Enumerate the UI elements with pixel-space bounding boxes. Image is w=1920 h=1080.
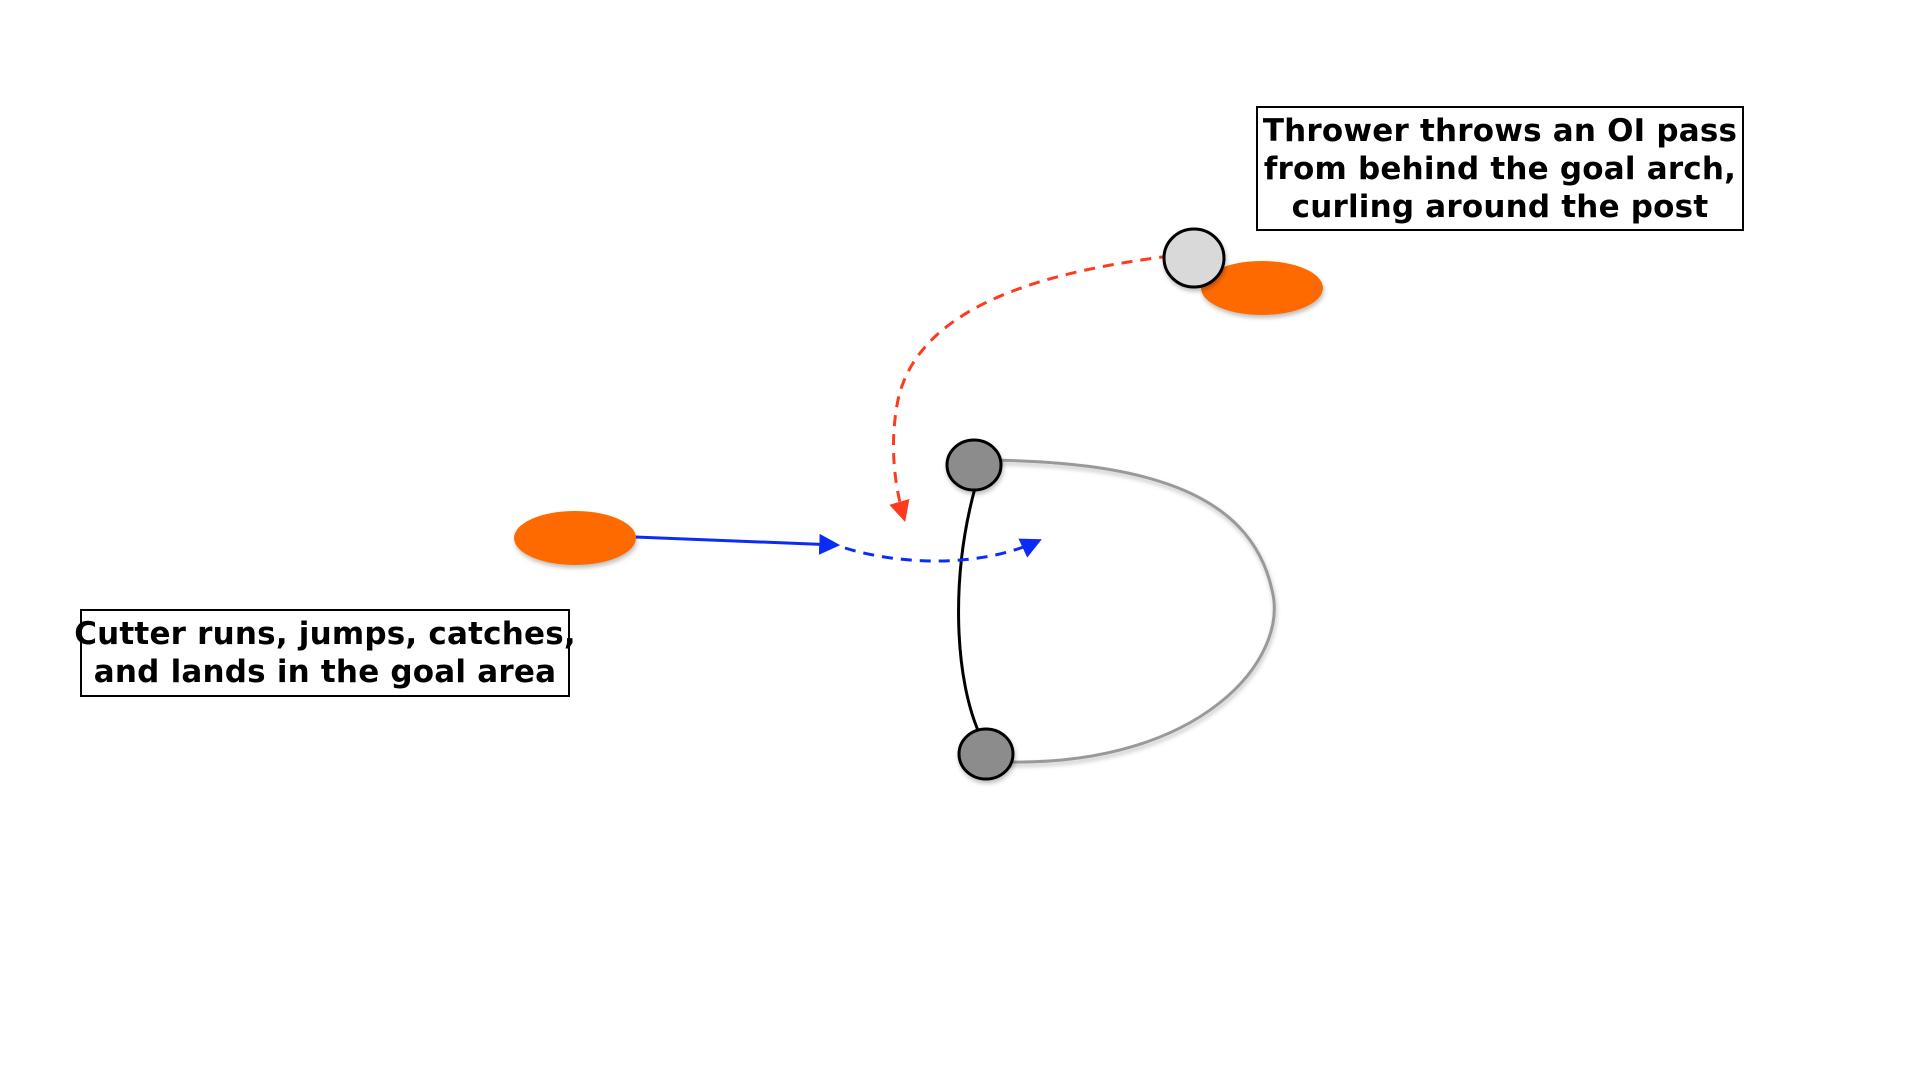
disc-icon bbox=[1162, 227, 1226, 289]
thrower-callout-line-1: Thrower throws an OI pass bbox=[1262, 112, 1738, 149]
cutter-player-marker-icon bbox=[514, 511, 636, 565]
thrower-player-marker-icon bbox=[1201, 261, 1323, 315]
thrower-callout-line-2: from behind the goal arch, bbox=[1263, 150, 1737, 187]
cutter-callout-line-1: Cutter runs, jumps, catches, bbox=[74, 616, 576, 652]
cutter-run-path bbox=[634, 533, 841, 555]
cutter-callout: Cutter runs, jumps, catches, and lands i… bbox=[74, 609, 576, 697]
thrower-callout-line-3: curling around the post bbox=[1291, 188, 1709, 225]
thrower-callout: Thrower throws an OI pass from behind th… bbox=[1256, 106, 1744, 231]
throw-path bbox=[889, 254, 1171, 523]
goal-area-arch bbox=[974, 458, 1276, 764]
goal-line bbox=[957, 487, 982, 736]
goal-post-icon bbox=[957, 727, 1015, 781]
cutter-jump-path bbox=[844, 538, 1042, 563]
cutter-callout-line-2: and lands in the goal area bbox=[93, 654, 557, 690]
goal-post-icon bbox=[945, 438, 1003, 492]
